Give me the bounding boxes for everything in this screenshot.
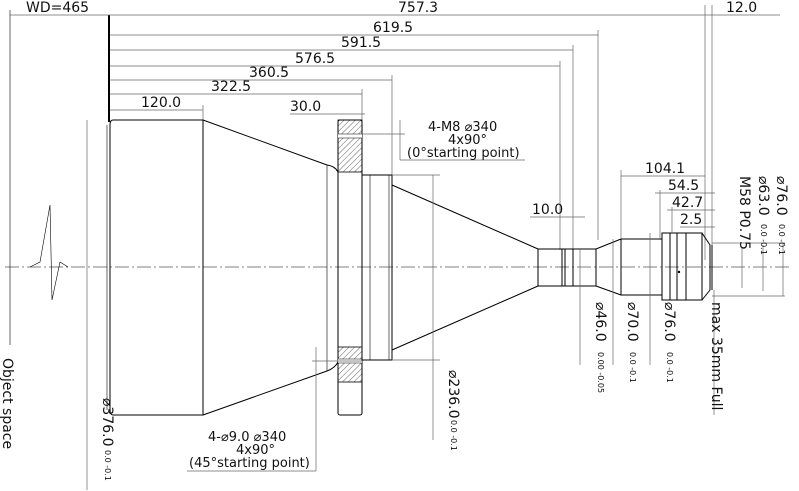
dim-dia-70: ⌀70.0 bbox=[624, 302, 640, 342]
object-space-label: Object space bbox=[0, 358, 15, 449]
dim-360: 360.5 bbox=[249, 65, 289, 81]
note-top-line3: (0°starting point) bbox=[407, 146, 520, 161]
lens-body bbox=[106, 119, 713, 416]
dim-dia-70-tol: 0.0 -0.1 bbox=[628, 352, 637, 383]
rear-dimensions: 104.1 54.5 42.7 2.5 10.0 ⌀76.0 0.0 -0.1 … bbox=[530, 161, 789, 415]
dim-2-5: 2.5 bbox=[680, 212, 702, 228]
dim-dia-63-tol: 0.0 -0.1 bbox=[759, 224, 768, 255]
dim-12: 12.0 bbox=[726, 0, 757, 16]
dim-576: 576.5 bbox=[295, 51, 335, 67]
dim-dia-63: ⌀63.0 bbox=[755, 176, 771, 216]
note-bottom-line3: (45°starting point) bbox=[189, 456, 310, 471]
dim-dia-76-right-tol: 0.0 -0.1 bbox=[777, 224, 786, 255]
dim-dia-76-tol: 0.0 -0.1 bbox=[665, 352, 674, 383]
note-bottom-line1: 4-⌀9.0 ⌀340 bbox=[208, 430, 286, 445]
sensor-format: max 35mm Full bbox=[708, 302, 724, 410]
dim-dia-236: ⌀236.0 bbox=[445, 370, 461, 419]
note-top-line2: 4x90° bbox=[448, 133, 487, 148]
flange-section-top bbox=[337, 119, 363, 173]
wd-label: WD=465 bbox=[26, 0, 89, 16]
dim-104: 104.1 bbox=[645, 161, 685, 177]
dim-757: 757.3 bbox=[398, 0, 438, 16]
dim-322: 322.5 bbox=[211, 79, 251, 95]
dim-dia-236-tol: 0.0 -0.1 bbox=[449, 420, 458, 451]
dim-30: 30.0 bbox=[290, 99, 321, 115]
dim-619: 619.5 bbox=[373, 20, 413, 36]
dim-120: 120.0 bbox=[141, 95, 181, 111]
note-top-line1: 4-M8 ⌀340 bbox=[428, 120, 497, 135]
dim-10: 10.0 bbox=[532, 202, 563, 218]
note-bottom-line2: 4x90° bbox=[236, 443, 275, 458]
note-bottom-holes: 4-⌀9.0 ⌀340 4x90° (45°starting point) bbox=[187, 347, 362, 472]
dim-54: 54.5 bbox=[668, 178, 699, 194]
front-dimensions: ⌀376.0 0.0 -0.1 ⌀236.0 0.0 -0.1 bbox=[86, 120, 461, 490]
dim-42: 42.7 bbox=[672, 195, 703, 211]
dim-dia-46-tol: 0.00 -0.05 bbox=[596, 352, 605, 393]
length-dimensions: WD=465 757.3 12.0 619.5 591.5 576.5 360.… bbox=[10, 0, 780, 260]
dim-dia-76-right: ⌀76.0 bbox=[773, 176, 789, 216]
flange-section-bottom bbox=[337, 346, 363, 383]
dim-dia-76: ⌀76.0 bbox=[661, 302, 677, 342]
note-top-holes: 4-M8 ⌀340 4x90° (0°starting point) bbox=[362, 120, 525, 161]
dim-591: 591.5 bbox=[341, 35, 381, 51]
thread-spec: M58 P0.75 bbox=[736, 176, 752, 250]
dim-dia-46: ⌀46.0 bbox=[592, 302, 608, 342]
dim-dia-376-tol: 0.0 -0.1 bbox=[103, 450, 112, 481]
break-symbol bbox=[29, 204, 69, 301]
dim-dia-376: ⌀376.0 bbox=[99, 398, 115, 447]
